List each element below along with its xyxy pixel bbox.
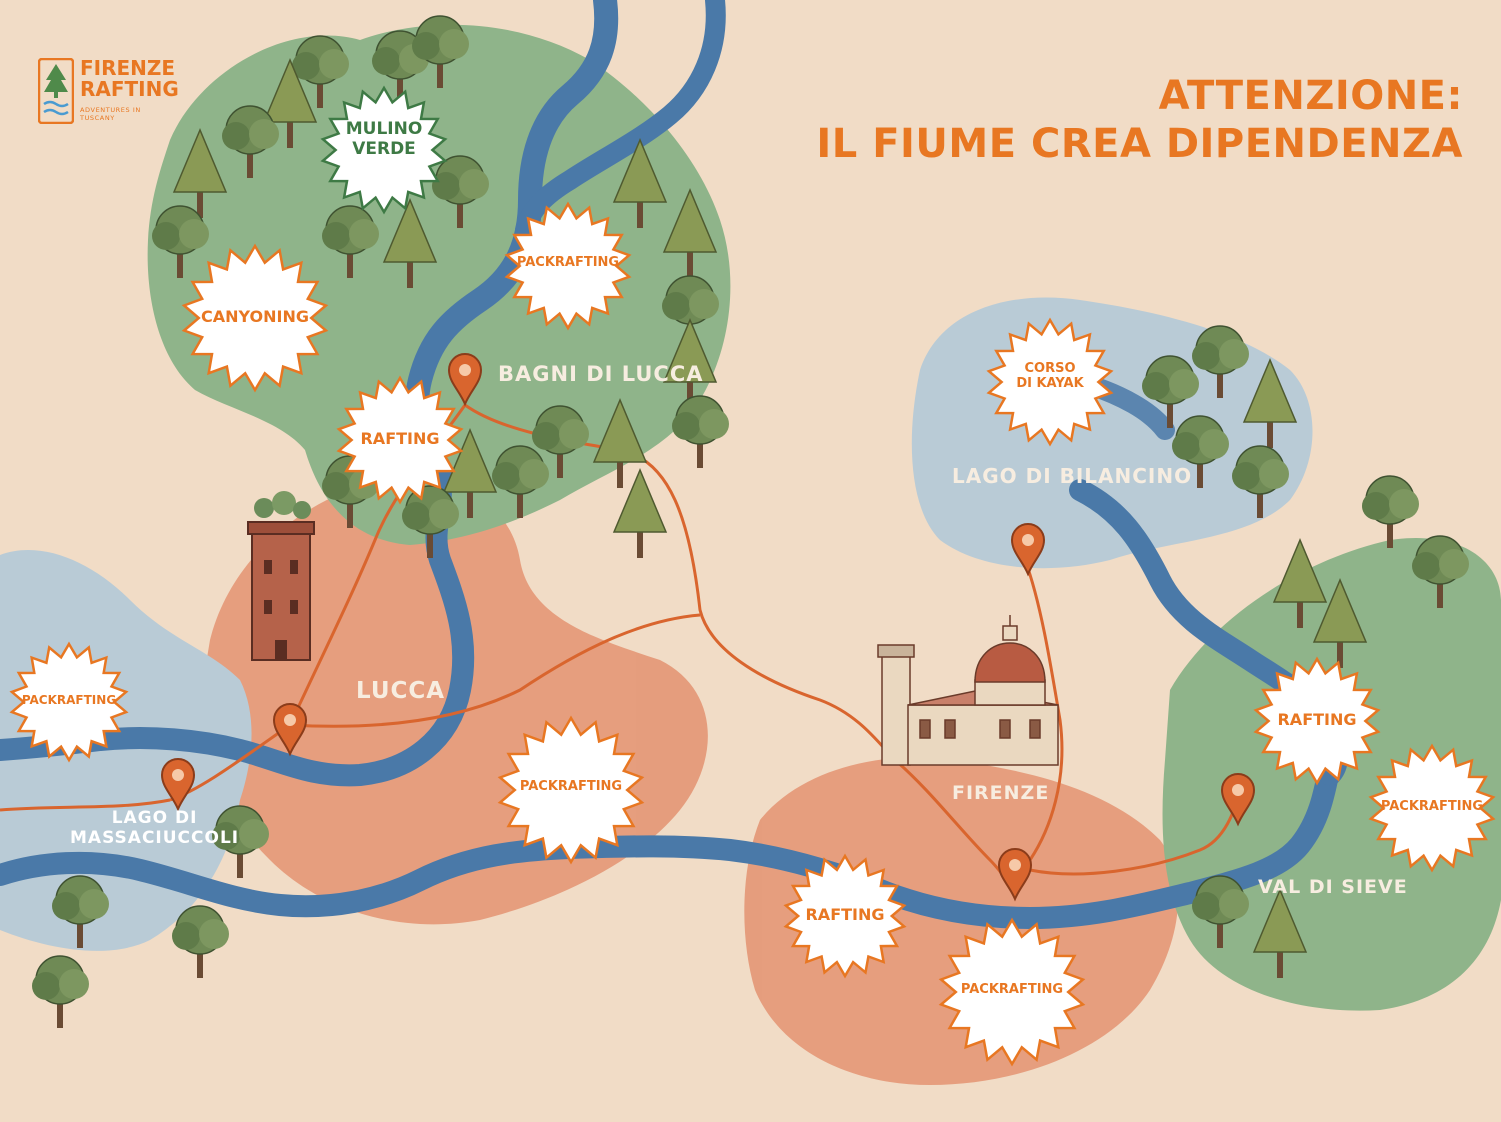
tree-icon [612,138,668,228]
tree-icon [1252,888,1308,978]
tree-icon [1142,355,1199,428]
label-massaciuccoli-line1: LAGO DI [111,808,198,828]
tree-icon [412,15,469,88]
tree-icon [1362,475,1419,548]
badge-mulino-verde[interactable]: MULINO VERDE [334,119,434,159]
tree-icon [52,875,109,948]
headline: ATTENZIONE: IL FIUME CREA DIPENDENZA [816,72,1463,168]
kayak-line2: DI KAYAK [1016,375,1084,391]
tree-icon [1272,538,1328,628]
tree-icon [262,58,318,148]
tree-icon [1312,578,1368,668]
rafting-bagni-burst [336,375,464,505]
mulino-verde-line2: VERDE [352,138,416,159]
map-pin-icon[interactable] [447,353,483,407]
logo: FIRENZE RAFTING ADVENTURES IN TUSCANY [38,58,179,128]
mulino-verde-burst [320,85,448,215]
logo-tree-icon [38,58,74,124]
logo-tagline: ADVENTURES IN TUSCANY [80,106,141,122]
tree-icon [432,155,489,228]
map-pin-icon[interactable] [1010,523,1046,577]
label-lago-di-bilancino[interactable]: LAGO DI BILANCINO [952,464,1193,488]
tree-icon [672,395,729,468]
tree-icon [532,405,589,478]
label-massaciuccoli-line2: MASSACIUCCOLI [70,828,240,848]
tree-icon [402,485,459,558]
tree-icon [1192,875,1249,948]
tree-icon [1172,415,1229,488]
tree-icon [222,105,279,178]
logo-line2: RAFTING [80,77,179,101]
tree-icon [172,128,228,218]
headline-line1: ATTENZIONE: [1158,73,1463,119]
badge-packrafting-lucca[interactable]: PACKRAFTING [519,779,623,794]
packrafting-serchio-burst [504,201,632,331]
logo-wordmark: FIRENZE RAFTING [80,58,179,100]
tree-icon [292,35,349,108]
tree-icon [212,805,269,878]
tree-icon [1412,535,1469,608]
duomo-icon [877,615,1059,766]
trees [32,15,1469,1028]
label-val-di-sieve[interactable]: VAL DI SIEVE [1258,876,1408,898]
tower-icon [247,491,315,661]
label-firenze[interactable]: FIRENZE [952,782,1050,804]
label-bagni-di-lucca[interactable]: BAGNI DI LUCCA [498,362,704,386]
tree-icon [612,468,668,558]
kayak-line1: CORSO [1024,361,1076,376]
headline-line2: IL FIUME CREA DIPENDENZA [816,121,1463,167]
badge-canyoning[interactable]: CANYONING [201,307,309,326]
map-pin-icon[interactable] [160,758,196,812]
badge-packrafting-massaciuccoli[interactable]: PACKRAFTING [21,693,117,707]
packrafting-firenze-burst [938,917,1086,1067]
badge-packrafting-sieve[interactable]: PACKRAFTING [1380,799,1484,814]
packrafting-sieve-burst [1368,743,1496,873]
bursts [9,85,1496,1067]
map-pin-icon[interactable] [272,703,308,757]
canyoning-burst [181,243,329,393]
rafting-firenze-burst [783,853,907,979]
tree-icon [322,205,379,278]
label-lucca[interactable]: LUCCA [356,678,446,704]
badge-rafting-sieve[interactable]: RAFTING [1277,710,1357,729]
packrafting-lucca-burst [497,715,645,865]
tree-icon [152,205,209,278]
tree-icon [592,398,648,488]
badge-packrafting-firenze[interactable]: PACKRAFTING [960,982,1064,997]
label-lago-di-massaciuccoli[interactable]: LAGO DI MASSACIUCCOLI [70,808,239,848]
tree-icon [492,445,549,518]
map-pin-icon[interactable] [997,848,1033,902]
tree-icon [32,955,89,1028]
tree-icon [382,198,438,288]
logo-line1: FIRENZE [80,56,176,80]
tree-icon [372,30,429,103]
tree-icon [1242,358,1298,448]
kayak-burst [986,317,1114,447]
tree-icon [662,318,718,408]
rafting-sieve-burst [1253,656,1381,786]
badge-kayak[interactable]: CORSO DI KAYAK [1000,361,1100,392]
tree-icon [442,428,498,518]
tree-icon [1192,325,1249,398]
markers [160,353,1256,902]
tree-icon [1232,445,1289,518]
tree-icon [172,905,229,978]
badge-rafting-firenze[interactable]: RAFTING [805,905,885,924]
mulino-verde-line1: MULINO [345,119,423,139]
map-pin-icon[interactable] [1220,773,1256,827]
badge-rafting-bagni[interactable]: RAFTING [360,429,440,448]
badge-packrafting-serchio[interactable]: PACKRAFTING [516,255,620,270]
packrafting-massaciuccoli-burst [9,641,129,763]
tree-icon [662,188,718,278]
